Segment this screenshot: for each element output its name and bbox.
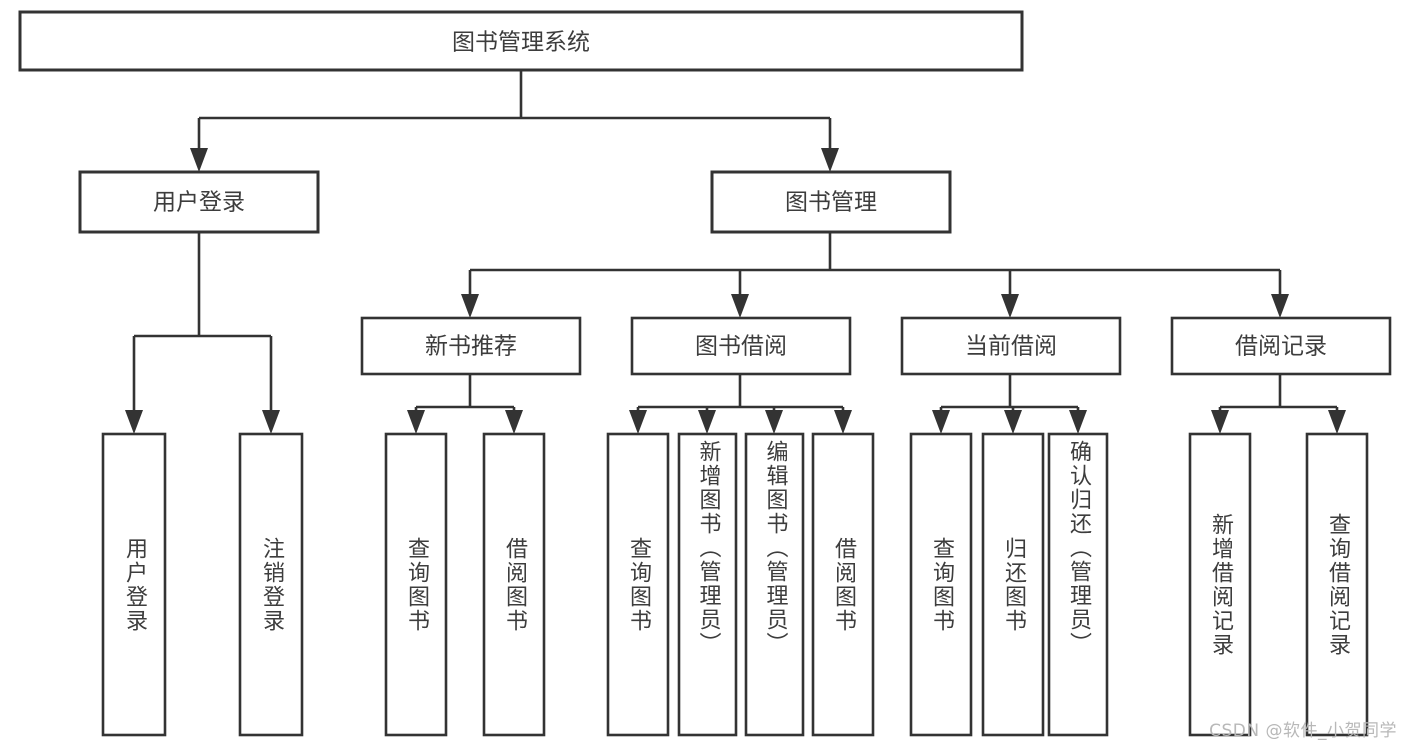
node-book-borrow[interactable]: 图书借阅	[630, 316, 852, 376]
arrow-head-leaf-borrow-book	[834, 410, 852, 434]
node-new-book-recommend[interactable]: 新书推荐	[360, 316, 582, 376]
node-leaf-user-login-box[interactable]	[101, 432, 167, 737]
node-borrow-records-label: 借阅记录	[1235, 334, 1327, 360]
node-current-borrow-box	[900, 316, 1122, 376]
node-leaf-borrow-query-book-box[interactable]	[606, 432, 670, 737]
arrow-head-book-management	[821, 148, 839, 172]
arrow-head-leaf-user-login	[125, 410, 143, 434]
node-root-label: 图书管理系统	[452, 30, 590, 56]
connector-group-user-login	[125, 232, 280, 434]
node-leaf-confirm-return-admin-box[interactable]	[1047, 432, 1109, 737]
node-book-management[interactable]: 图书管理	[710, 170, 952, 234]
node-root[interactable]: 图书管理系统	[18, 10, 1024, 72]
arrow-head-leaf-add-book-admin	[698, 410, 716, 434]
node-current-borrow[interactable]: 当前借阅	[900, 316, 1122, 376]
arrow-head-current-borrow	[1001, 294, 1019, 318]
node-leaf-edit-book-admin-box[interactable]	[744, 432, 805, 737]
connector-group-book-borrow	[629, 374, 852, 434]
arrow-head-borrow-records	[1271, 294, 1289, 318]
node-book-borrow-box	[630, 316, 852, 376]
arrow-head-leaf-query-borrow-record	[1328, 410, 1346, 434]
arrow-head-leaf-add-borrow-record	[1211, 410, 1229, 434]
arrow-head-user-login	[190, 148, 208, 172]
node-current-borrow-label: 当前借阅	[965, 334, 1057, 360]
node-leaf-add-book-admin-box[interactable]	[677, 432, 738, 737]
arrow-head-leaf-recommend-query-book	[407, 410, 425, 434]
node-book-borrow-label: 图书借阅	[695, 334, 787, 360]
node-leaf-borrow-book-box[interactable]	[811, 432, 875, 737]
arrow-head-leaf-edit-book-admin	[765, 410, 783, 434]
connector-group-book-management	[461, 232, 1289, 318]
node-borrow-records-box	[1170, 316, 1392, 376]
arrow-head-book-borrow	[731, 294, 749, 318]
arrow-head-leaf-borrow-query-book	[629, 410, 647, 434]
node-leaf-query-borrow-record-box[interactable]	[1305, 432, 1369, 737]
leaf-boxes	[101, 432, 1369, 737]
node-leaf-add-borrow-record-box[interactable]	[1188, 432, 1252, 737]
arrow-head-leaf-current-query-book	[932, 410, 950, 434]
connector-group-new-book-recommend	[407, 374, 523, 434]
arrow-head-leaf-recommend-borrow-book	[505, 410, 523, 434]
node-leaf-recommend-query-book-box[interactable]	[384, 432, 448, 737]
arrow-head-new-book-recommend	[461, 294, 479, 318]
arrow-head-leaf-return-book	[1004, 410, 1022, 434]
node-leaf-current-query-book-box[interactable]	[909, 432, 973, 737]
arrow-head-leaf-logout	[262, 410, 280, 434]
node-book-management-label: 图书管理	[785, 190, 877, 216]
node-user-login[interactable]: 用户登录	[78, 170, 320, 234]
node-new-book-recommend-label: 新书推荐	[425, 334, 517, 360]
node-borrow-records[interactable]: 借阅记录	[1170, 316, 1392, 376]
connector-group-root	[190, 70, 839, 172]
node-leaf-recommend-borrow-book-box[interactable]	[482, 432, 546, 737]
node-leaf-logout-box[interactable]	[238, 432, 304, 737]
csdn-watermark: CSDN @软件_小贺同学	[1209, 721, 1397, 741]
node-leaf-return-book-box[interactable]	[981, 432, 1045, 737]
node-user-login-label: 用户登录	[153, 190, 245, 216]
node-new-book-recommend-box	[360, 316, 582, 376]
connector-group-borrow-records	[1211, 374, 1346, 434]
connector-group-current-borrow	[932, 374, 1087, 434]
node-root-box	[18, 10, 1024, 72]
node-book-management-box	[710, 170, 952, 234]
arrow-head-leaf-confirm-return-admin	[1069, 410, 1087, 434]
node-user-login-box	[78, 170, 320, 234]
